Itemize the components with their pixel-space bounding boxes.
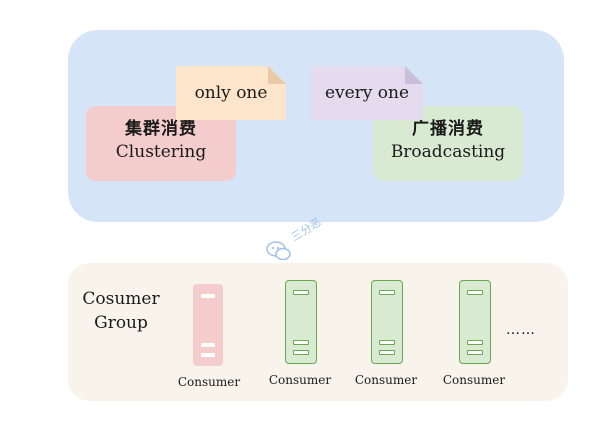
consumer-group-label: Cosumer Group	[82, 288, 160, 336]
consumer-label-2: Consumer	[268, 373, 332, 387]
consumer-server-3	[371, 280, 403, 364]
clustering-en-label: Clustering	[115, 141, 207, 162]
broadcasting-en-label: Broadcasting	[390, 141, 506, 162]
clustering-zh-label: 集群消费	[125, 119, 197, 139]
consumer-label-3: Consumer	[354, 373, 418, 387]
every-one-note: every one	[311, 66, 423, 120]
broadcasting-box: 广播消费 Broadcasting	[373, 106, 523, 181]
consumer-server-1	[193, 284, 223, 366]
consumer-server-2	[285, 280, 317, 364]
group-label-line1: Cosumer	[82, 289, 160, 309]
watermark: 三分恶	[266, 215, 346, 266]
consumer-server-4	[459, 280, 491, 364]
only-one-note: only one	[176, 66, 286, 120]
wechat-icon	[266, 241, 291, 261]
consumer-label-4: Consumer	[442, 373, 506, 387]
only-one-text: only one	[194, 83, 268, 103]
group-label-line2: Group	[94, 312, 148, 333]
consumer-label-1: Consumer	[177, 375, 241, 389]
broadcasting-zh-label: 广播消费	[412, 119, 484, 139]
every-one-text: every one	[324, 83, 410, 103]
more-consumers-ellipsis: ……	[506, 322, 536, 338]
